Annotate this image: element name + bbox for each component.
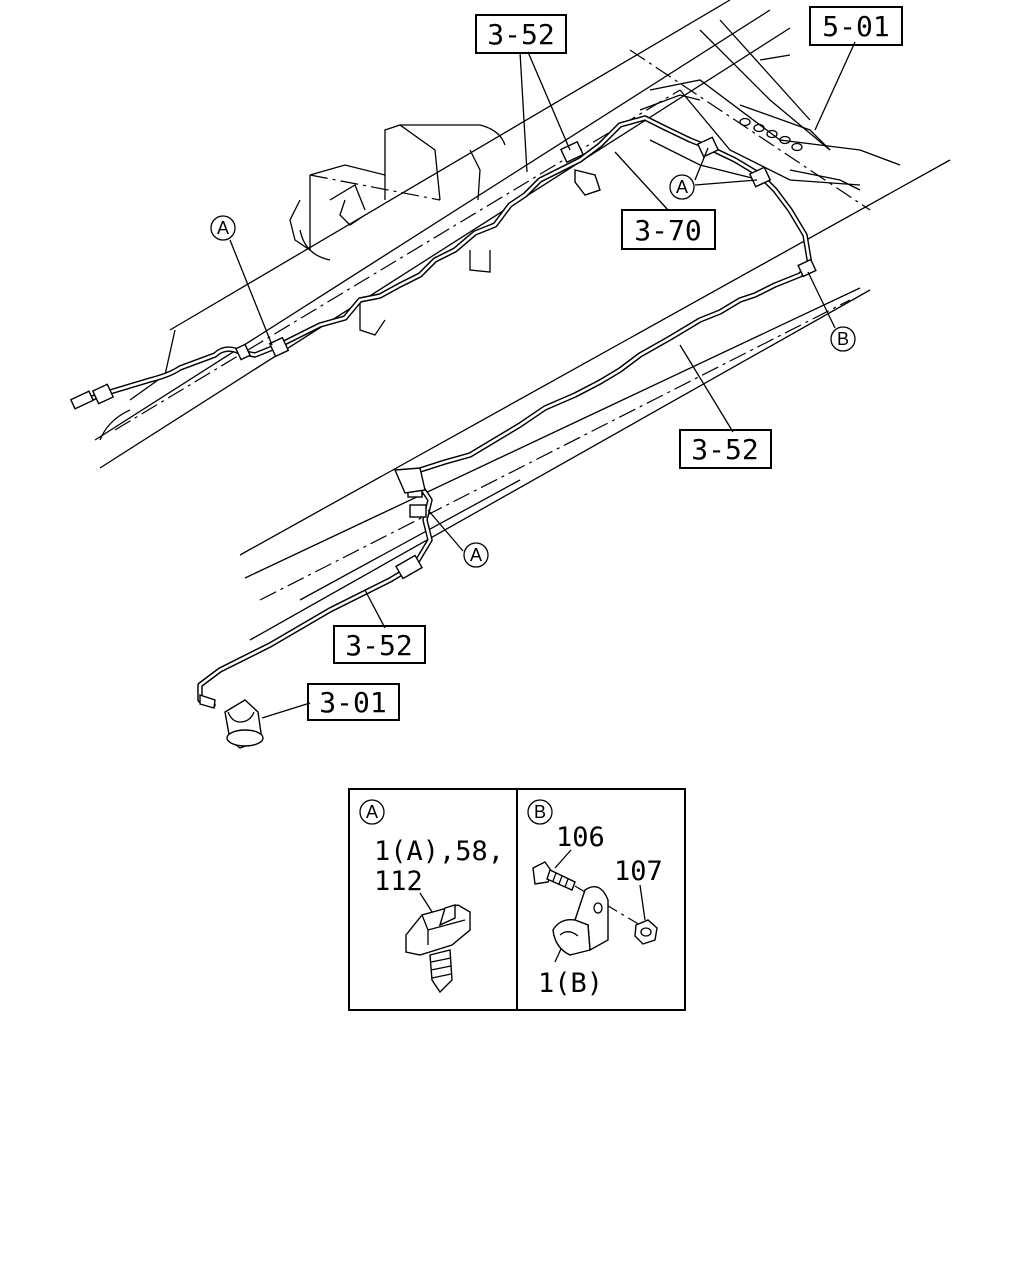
callout-3-52-low[interactable]: 3-52 bbox=[333, 625, 426, 664]
cross-member bbox=[629, 19, 901, 211]
marker-b-right[interactable]: B bbox=[830, 326, 856, 352]
lower-frame-rail bbox=[239, 159, 951, 641]
callout-3-52-top-label: 3-52 bbox=[487, 18, 554, 51]
brake-pipe-upper bbox=[77, 115, 813, 405]
marker-a-lower-letter: A bbox=[470, 545, 482, 565]
brake-pipe-lower bbox=[197, 262, 813, 708]
detail-b-part-1b: 1(B) bbox=[538, 968, 603, 999]
detail-a-part-numbers: 1(A),58, bbox=[374, 836, 504, 867]
detail-b-marker-letter: B bbox=[534, 802, 546, 822]
clip-icon bbox=[405, 904, 471, 994]
callout-3-01[interactable]: 3-01 bbox=[307, 683, 400, 721]
pipe-fittings bbox=[69, 136, 817, 580]
marker-a-left-letter: A bbox=[217, 218, 229, 238]
marker-a-lower[interactable]: A bbox=[463, 542, 489, 568]
callout-5-01-label: 5-01 bbox=[822, 10, 889, 43]
detail-a-marker-letter: A bbox=[366, 802, 378, 822]
callout-3-70[interactable]: 3-70 bbox=[621, 209, 716, 250]
detail-a: A 1(A),58, 112 bbox=[359, 799, 504, 994]
callout-3-01-label: 3-01 bbox=[319, 686, 386, 719]
upper-frame-rail bbox=[94, 0, 791, 469]
callout-3-52-low-label: 3-52 bbox=[345, 629, 412, 662]
detail-b-marker: B bbox=[527, 799, 553, 825]
marker-a-upper-right-letter: A bbox=[676, 177, 688, 197]
marker-a-left[interactable]: A bbox=[210, 215, 236, 241]
detail-b-part-106: 106 bbox=[556, 822, 605, 853]
brake-chamber bbox=[199, 694, 264, 749]
leader-lines bbox=[229, 41, 856, 719]
callout-3-52-top[interactable]: 3-52 bbox=[475, 14, 567, 54]
marker-a-upper-right[interactable]: A bbox=[669, 174, 695, 200]
detail-panel bbox=[348, 788, 686, 1011]
detail-b-part-107: 107 bbox=[614, 856, 663, 887]
nut-icon bbox=[634, 919, 658, 945]
callout-3-52-mid-label: 3-52 bbox=[691, 433, 758, 466]
bracket-clamp-icon bbox=[552, 886, 609, 956]
detail-a-part-number-112: 112 bbox=[374, 866, 423, 897]
tank-body bbox=[289, 124, 506, 336]
detail-b: B 106 107 1(B) bbox=[527, 799, 663, 999]
callout-3-52-mid[interactable]: 3-52 bbox=[679, 429, 772, 469]
marker-b-right-letter: B bbox=[837, 329, 849, 349]
callout-5-01[interactable]: 5-01 bbox=[809, 6, 903, 46]
callout-3-70-label: 3-70 bbox=[634, 214, 701, 247]
detail-a-marker: A bbox=[359, 799, 385, 825]
